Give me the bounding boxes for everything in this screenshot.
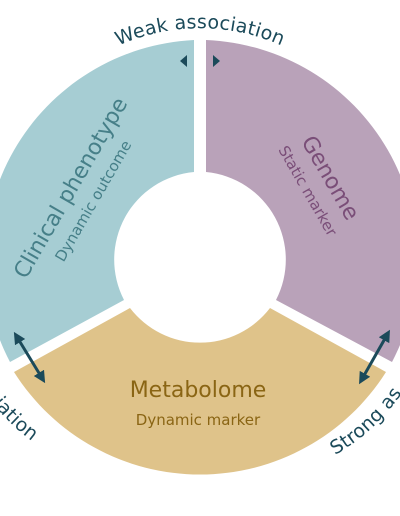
clinical-phenotype-segment: [0, 40, 194, 362]
double-arrow-icon: [13, 331, 46, 384]
double-arrow-icon: [180, 55, 187, 67]
genome-segment: [206, 40, 400, 362]
metabolome-segment: [14, 308, 386, 475]
metabolome-subtitle: Dynamic marker: [136, 411, 261, 429]
metabolome-title: Metabolome: [130, 378, 267, 403]
double-arrow-icon: [213, 55, 220, 67]
double-arrow-icon: [359, 329, 390, 385]
weak-association-label: Weak association: [112, 11, 288, 50]
